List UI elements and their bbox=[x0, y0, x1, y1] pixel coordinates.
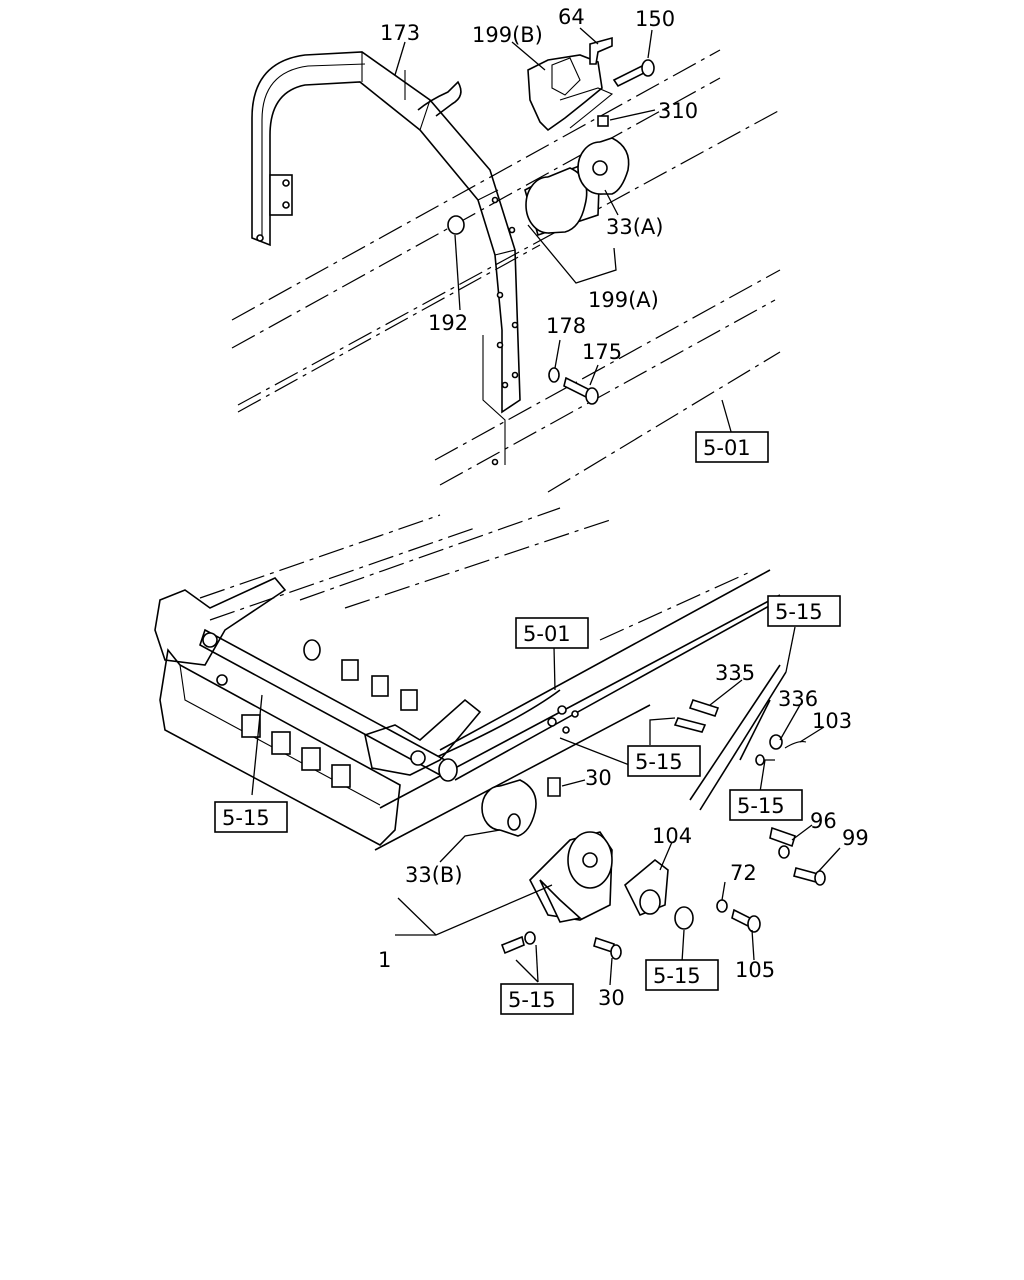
ref-box-5-15-top-right[interactable]: 5-15 bbox=[767, 595, 841, 627]
hardware-192-178-175 bbox=[447, 215, 599, 405]
label-199a: 199(A) bbox=[588, 288, 659, 312]
ref-box-5-01-lower[interactable]: 5-01 bbox=[515, 617, 589, 649]
ref-5-15-right-text: 5-15 bbox=[737, 794, 785, 818]
label-173: 173 bbox=[380, 21, 420, 45]
label-96: 96 bbox=[810, 809, 837, 833]
ref-5-15-bottom-left-text: 5-15 bbox=[508, 988, 556, 1012]
lower-leaders bbox=[251, 626, 841, 986]
label-105: 105 bbox=[735, 958, 775, 982]
upper-assembly: 173 199(B) 64 150 310 33(A) 192 199(A) 1… bbox=[231, 5, 781, 493]
label-64: 64 bbox=[558, 5, 585, 29]
bracket-173 bbox=[251, 51, 521, 466]
label-150: 150 bbox=[635, 7, 675, 31]
ref-5-01-lower-text: 5-01 bbox=[523, 622, 571, 646]
label-199b: 199(B) bbox=[472, 23, 543, 47]
label-178: 178 bbox=[546, 314, 586, 338]
cushion-33a bbox=[524, 137, 630, 237]
cushion-33b-mount-1 bbox=[481, 779, 613, 923]
bracket-199b bbox=[527, 36, 655, 132]
upper-leaders bbox=[394, 27, 733, 436]
part-104 bbox=[624, 858, 761, 933]
ref-5-15-bottom-middle-text: 5-15 bbox=[653, 964, 701, 988]
upper-frame-rail bbox=[231, 49, 781, 493]
link-assembly bbox=[500, 664, 826, 960]
label-33b: 33(B) bbox=[405, 863, 463, 887]
ref-box-5-01-upper[interactable]: 5-01 bbox=[695, 431, 769, 463]
ref-5-15-top-right-text: 5-15 bbox=[775, 600, 823, 624]
ref-box-5-15-middle[interactable]: 5-15 bbox=[627, 745, 701, 777]
ref-box-5-15-right[interactable]: 5-15 bbox=[729, 789, 803, 821]
label-72: 72 bbox=[730, 861, 757, 885]
label-336: 336 bbox=[778, 687, 818, 711]
ref-5-15-left-text: 5-15 bbox=[222, 806, 270, 830]
label-310: 310 bbox=[658, 99, 698, 123]
label-33a: 33(A) bbox=[606, 215, 663, 239]
label-335: 335 bbox=[715, 661, 755, 685]
label-30-upper: 30 bbox=[585, 766, 612, 790]
label-175: 175 bbox=[582, 340, 622, 364]
label-192: 192 bbox=[428, 311, 468, 335]
label-104: 104 bbox=[652, 824, 692, 848]
chassis-frame bbox=[154, 507, 781, 851]
label-103: 103 bbox=[812, 709, 852, 733]
ref-5-15-middle-text: 5-15 bbox=[635, 750, 683, 774]
label-30-lower: 30 bbox=[598, 986, 625, 1010]
ref-box-5-15-left[interactable]: 5-15 bbox=[214, 801, 288, 833]
label-1: 1 bbox=[378, 948, 391, 972]
ref-box-5-15-bottom-middle[interactable]: 5-15 bbox=[645, 959, 719, 991]
lower-assembly: 335 336 103 30 96 99 104 33(B) 72 1 105 … bbox=[154, 507, 869, 1015]
ref-box-5-15-bottom-left[interactable]: 5-15 bbox=[500, 983, 574, 1015]
label-99: 99 bbox=[842, 826, 869, 850]
ref-5-01-upper-text: 5-01 bbox=[703, 436, 751, 460]
